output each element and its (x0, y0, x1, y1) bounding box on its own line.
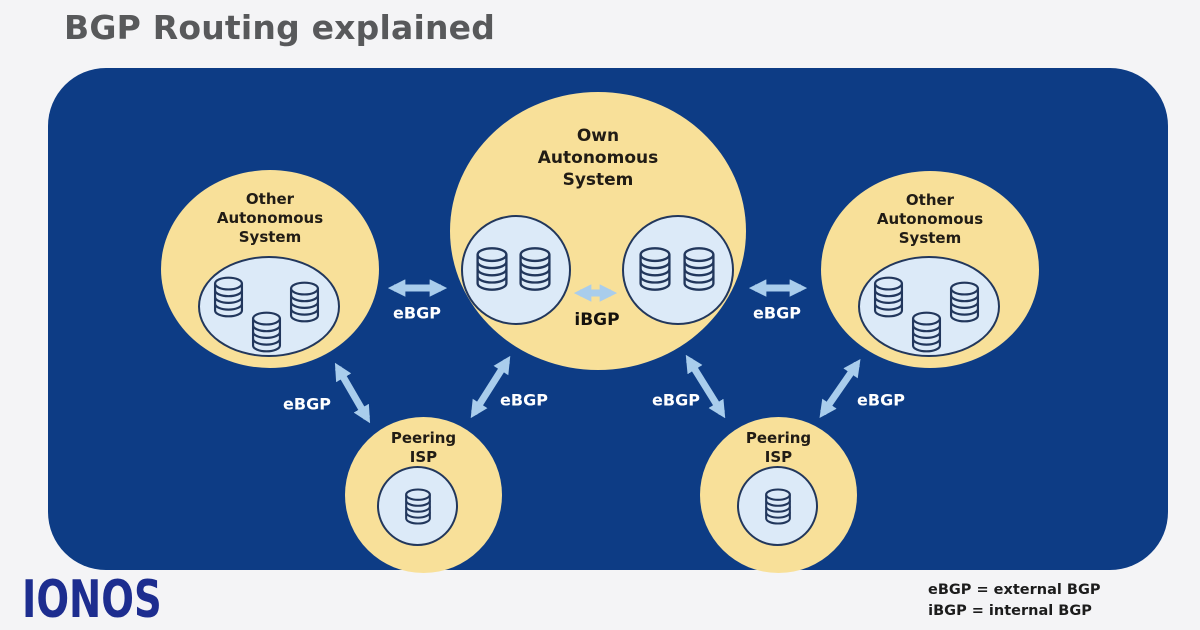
node-right-as-label: Other Autonomous System (876, 191, 984, 247)
database-icon (517, 244, 553, 294)
database-icon (946, 281, 983, 323)
node-left-isp-label: Peering ISP (390, 429, 457, 466)
router-group-left-isp (377, 466, 458, 546)
database-icon (637, 244, 673, 294)
ebgp-label: eBGP (393, 303, 441, 323)
node-right-isp-label: Peering ISP (745, 429, 812, 466)
legend-ibgp: iBGP = internal BGP (928, 603, 1092, 619)
legend-ebgp: eBGP = external BGP (928, 582, 1101, 598)
ebgp-label: eBGP (753, 303, 801, 323)
database-icon (474, 244, 510, 294)
database-icon (403, 488, 433, 525)
ebgp-label: eBGP (857, 390, 905, 410)
database-icon (681, 244, 717, 294)
page-title: BGP Routing explained (64, 8, 496, 47)
ebgp-label: eBGP (283, 394, 331, 414)
legend: eBGP = external BGP iBGP = internal BGP (928, 580, 1101, 622)
database-icon (870, 276, 907, 318)
ionos-logo: IONOS (22, 570, 162, 630)
database-icon (908, 311, 945, 353)
ebgp-label: eBGP (652, 390, 700, 410)
node-left-as-label: Other Autonomous System (216, 190, 324, 246)
database-icon (286, 281, 323, 323)
database-icon (210, 276, 247, 318)
ebgp-label: eBGP (500, 390, 548, 410)
database-icon (248, 311, 285, 353)
database-icon (763, 488, 793, 525)
ibgp-label: iBGP (574, 310, 620, 330)
node-own-as-label: Own Autonomous System (537, 126, 659, 190)
